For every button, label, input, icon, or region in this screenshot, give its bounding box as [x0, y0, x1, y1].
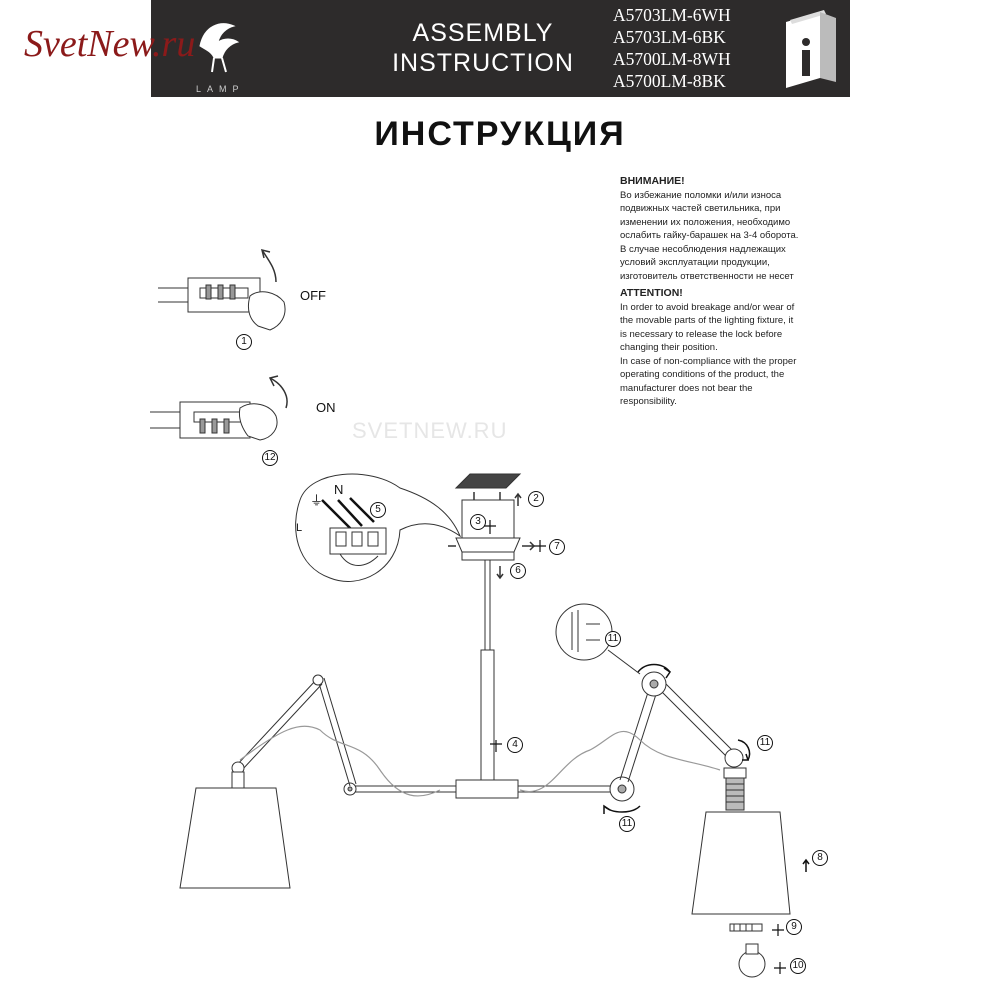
step-number: 8	[812, 850, 828, 866]
ground-label: ⏚	[310, 493, 324, 508]
live-label: L	[296, 522, 303, 534]
light-bulb	[738, 943, 766, 978]
warning-ru-line: ослабить гайку-барашек на 3-4 оборота.	[620, 230, 799, 241]
fixture-frame	[343, 776, 635, 802]
neutral-label: N	[334, 482, 344, 497]
assembly-title-line1: ASSEMBLY	[412, 19, 554, 47]
info-booklet-icon	[786, 10, 836, 88]
step-number: 12	[262, 450, 278, 466]
shade-cap	[729, 923, 763, 932]
step-number: 10	[790, 958, 806, 974]
watermark: SVETNEW.RU	[352, 418, 508, 443]
warning-ru-line: изготовитель ответственности не несет	[620, 270, 794, 282]
warning-en-line: In case of non-compliance with the prope…	[620, 355, 797, 367]
step-number: 11	[757, 735, 773, 751]
warning-ru-line: В случае несоблюдения надлежащих	[620, 243, 786, 255]
warning-ru-line: условий эксплуатации продукции,	[620, 257, 770, 268]
right-arm	[519, 671, 744, 793]
switch-on-detail	[150, 375, 288, 441]
warning-en-line: changing their position.	[620, 342, 718, 353]
screw-icons	[484, 520, 786, 974]
ceiling-bracket	[448, 473, 536, 561]
switch-off-detail	[158, 248, 286, 331]
step-number: 7	[549, 539, 565, 555]
step-number: 3	[470, 514, 486, 530]
step-number: 9	[786, 919, 802, 935]
warning-en-line: the movable parts of the lighting fixtur…	[620, 315, 794, 326]
warning-en-line: operating conditions of the product, the	[620, 369, 785, 380]
step-number: 1	[236, 334, 252, 350]
model-list: A5703LM-6WH A5703LM-6BK A5700LM-8WH A570…	[613, 4, 731, 92]
warning-en-line: responsibility.	[620, 396, 677, 407]
header-band	[151, 0, 850, 97]
left-arm	[231, 674, 441, 797]
model-item: A5700LM-8BK	[613, 71, 726, 91]
step-number: 2	[528, 491, 544, 507]
step-number: 11	[605, 631, 621, 647]
rotation-arrows	[603, 663, 751, 814]
warning-block: ВНИМАНИЕ! Во избежание поломки и/или изн…	[620, 175, 820, 409]
switch-on-label: ON	[316, 400, 336, 415]
model-item: A5703LM-6WH	[613, 5, 731, 25]
brand-logo: SvetNew.ru LAMP	[24, 23, 245, 94]
arm-lock-detail	[555, 603, 641, 675]
warning-ru-heading: ВНИМАНИЕ!	[620, 175, 685, 187]
warning-en-line: manufacturer does not bear the	[620, 382, 753, 394]
brand-sub: LAMP	[196, 84, 245, 94]
page-title: ИНСТРУКЦИЯ	[374, 115, 626, 153]
assembly-title: ASSEMBLY INSTRUCTION	[378, 18, 588, 78]
warning-en-line: In order to avoid breakage and/or wear o…	[620, 301, 795, 313]
model-item: A5700LM-8WH	[613, 49, 731, 69]
step-number: 5	[370, 502, 386, 518]
step-number: 4	[507, 737, 523, 753]
step-number: 6	[510, 563, 526, 579]
down-rod	[480, 560, 504, 781]
warning-ru-line: подвижных частей светильника, при	[620, 203, 781, 214]
warning-ru-line: Во избежание поломки и/или износа	[620, 189, 782, 201]
griffin-icon	[199, 23, 240, 73]
step-number: 11	[619, 816, 635, 832]
assembly-title-line2: INSTRUCTION	[392, 49, 574, 77]
warning-ru-line: изменении их положения, необходимо	[620, 216, 791, 228]
switch-off-label: OFF	[300, 288, 326, 303]
warning-en-heading: ATTENTION!	[620, 287, 683, 299]
warning-en-line: is necessary to release the lock before	[620, 328, 783, 340]
right-shade	[691, 767, 791, 915]
left-shade	[179, 771, 291, 889]
brand-wordmark: SvetNew.ru	[24, 23, 195, 65]
wiring-callout	[295, 473, 462, 582]
model-item: A5703LM-6BK	[613, 27, 726, 47]
